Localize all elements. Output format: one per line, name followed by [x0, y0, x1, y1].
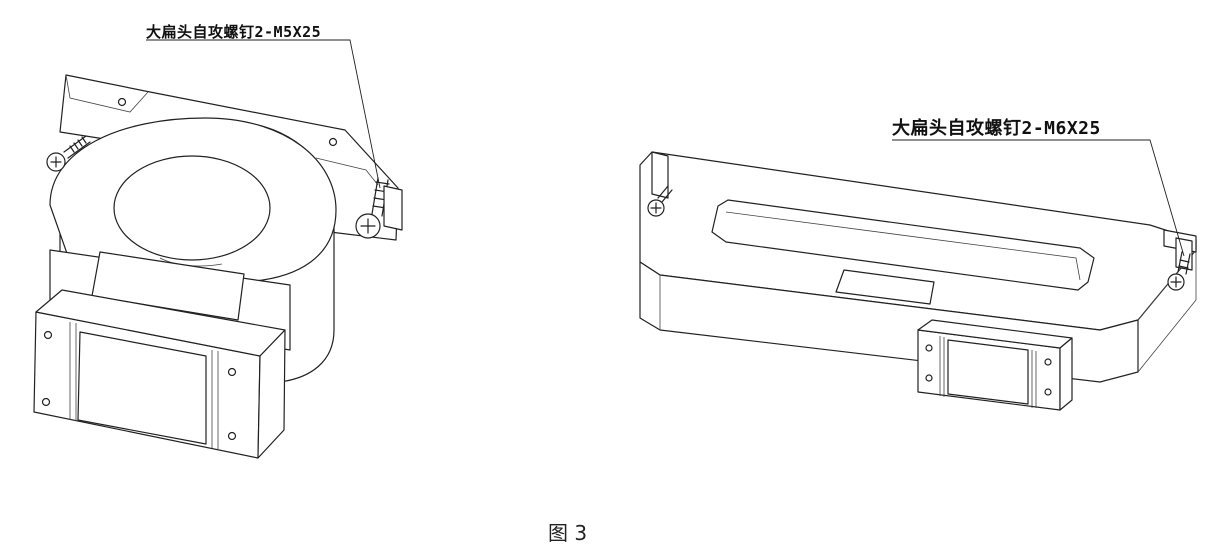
mounting-screw-left — [46, 135, 91, 172]
callout-label-m6-screw: 大扁头自攻螺钉2-M6X25 — [892, 118, 1101, 139]
center-aperture — [113, 155, 271, 261]
callout-leader-right — [892, 139, 1185, 257]
frame-screw-right — [1167, 251, 1191, 291]
frame-screw-left — [647, 185, 673, 217]
round-current-transformer — [33, 39, 403, 459]
frame-nameplate — [835, 269, 935, 305]
flange-hole — [117, 97, 127, 107]
nameplate — [91, 251, 245, 321]
mounting-screw-right — [355, 177, 403, 239]
callout-label-m5-screw: 大扁头自攻螺钉2-M5X25 — [146, 23, 322, 41]
rectangular-current-transformer — [639, 139, 1197, 411]
figure-caption: 图 3 — [548, 521, 588, 545]
flange-hole — [328, 137, 338, 147]
callout-leader-left — [146, 39, 381, 189]
